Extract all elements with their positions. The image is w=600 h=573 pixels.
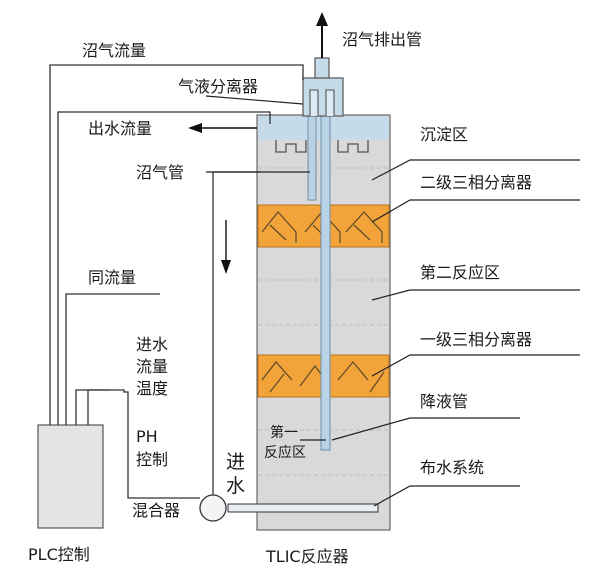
biogas-flow-label: 沼气流量 — [82, 41, 146, 60]
inlet-label-line1: 进水 — [136, 335, 168, 354]
mixer-label: 混合器 — [132, 501, 180, 520]
first-zone-label-line1: 第一 — [270, 424, 298, 441]
biogas-outlet-arrow — [316, 12, 328, 58]
secondary-separator-label: 二级三相分离器 — [420, 173, 532, 192]
settling-hoods — [275, 140, 369, 153]
plc-box — [37, 424, 104, 529]
inlet-flow-arrow — [221, 220, 231, 274]
inlet-riser-line — [212, 171, 260, 498]
secondary-separator-hoods — [261, 211, 383, 243]
effluent-outlet-arrow — [188, 123, 257, 133]
downcomer-label: 降液管 — [420, 392, 468, 411]
biogas-pipe-label: 沼气管 — [136, 163, 184, 182]
effluent-flow-label: 出水流量 — [88, 119, 152, 138]
return-flow-label: 同流量 — [88, 268, 136, 287]
distribution-system-label: 布水系统 — [420, 458, 484, 477]
reactor-title: TLIC反应器 — [265, 547, 349, 566]
primary-separator-hoods — [261, 361, 385, 393]
plc-control-label: PLC控制 — [28, 545, 90, 564]
plc-wiring — [49, 64, 304, 499]
downcomer-pipe — [320, 99, 331, 451]
gas-liquid-separator-label: 气液分离器 — [178, 77, 258, 96]
ph-label-line1: PH — [136, 427, 158, 446]
inlet-label-line3: 温度 — [136, 379, 168, 398]
primary-separator-label: 一级三相分离器 — [420, 330, 532, 349]
first-zone-label-line2: 反应区 — [264, 444, 306, 461]
mixer-icon — [199, 494, 227, 522]
leader-lines — [205, 95, 580, 507]
inlet-label-line2: 流量 — [136, 357, 168, 376]
second-reaction-zone-label: 第二反应区 — [420, 263, 500, 282]
water-in-label-line2: 水 — [226, 475, 245, 497]
ph-label-line2: 控制 — [136, 450, 168, 469]
water-in-label-line1: 进 — [226, 451, 245, 473]
gas-liquid-separator — [302, 57, 344, 117]
distribution-pipe — [227, 503, 379, 513]
settling-zone-label: 沉淀区 — [420, 125, 468, 144]
biogas-outlet-label: 沼气排出管 — [342, 30, 422, 49]
